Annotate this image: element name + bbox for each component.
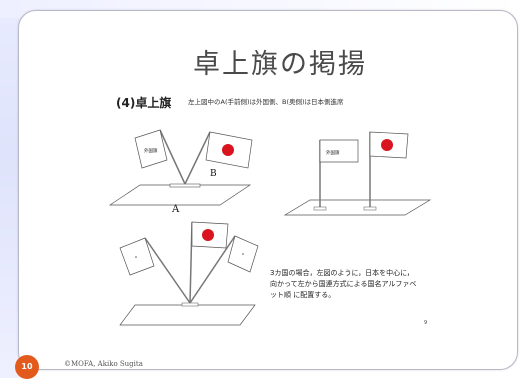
- copyright-credit: ©MOFA, Akiko Sugita: [64, 360, 143, 368]
- flagpole-b: [184, 131, 211, 185]
- left-decor-band: [0, 0, 22, 378]
- side-flag-left: [119, 237, 155, 276]
- three-flags-group: [119, 221, 259, 326]
- upright-flags-group: 外国旗: [283, 131, 432, 216]
- slide-title: 卓上旗の掲揚: [193, 49, 367, 80]
- foreign-flag-c: [319, 139, 359, 163]
- flagpole-e: [144, 237, 191, 304]
- flag-stand-base-1: [169, 183, 201, 188]
- japan-sun-3: [202, 229, 214, 241]
- arrangement-note: 3カ国の場合，左図のように，日本を中心に，向かって左から国連方式による国名アルフ…: [270, 269, 417, 299]
- label-b: B: [210, 169, 217, 179]
- flag-figure: 外国旗 B A 外国旗: [100, 110, 440, 330]
- section-subtitle: (4)卓上旗: [116, 96, 172, 110]
- flag-stand-base-3: [363, 206, 377, 211]
- japan-sun-1: [222, 144, 234, 156]
- table-plate-1: [108, 184, 252, 206]
- table-plate-3: [119, 304, 256, 326]
- crossed-flags-group: 外国旗 B A: [108, 129, 253, 215]
- japan-sun-2: [381, 139, 393, 151]
- side-flag-right-mark: [242, 253, 244, 255]
- flagpole-g: [189, 235, 236, 304]
- figure-caption: 左上図中のA(手前側)は外国側、B(奥側)は日本側進席: [188, 98, 344, 106]
- table-plate-2: [283, 199, 432, 216]
- flag-stand-base-4: [181, 302, 199, 307]
- flag-stand-base-2: [313, 206, 327, 211]
- slide-frame: [18, 10, 518, 370]
- foreign-flag-a: [134, 129, 168, 169]
- foreign-flag-text: 外国旗: [144, 147, 158, 154]
- foreign-flag-text-2: 外国旗: [326, 149, 340, 156]
- flag-illustration: 外国旗 B A 外国旗: [108, 129, 432, 326]
- flagpole-a: [159, 129, 186, 185]
- label-a: A: [171, 204, 180, 215]
- slide-number-badge: 10: [15, 355, 39, 379]
- figure-page-mark: 9: [424, 320, 428, 326]
- side-flag-left-mark: [135, 256, 137, 258]
